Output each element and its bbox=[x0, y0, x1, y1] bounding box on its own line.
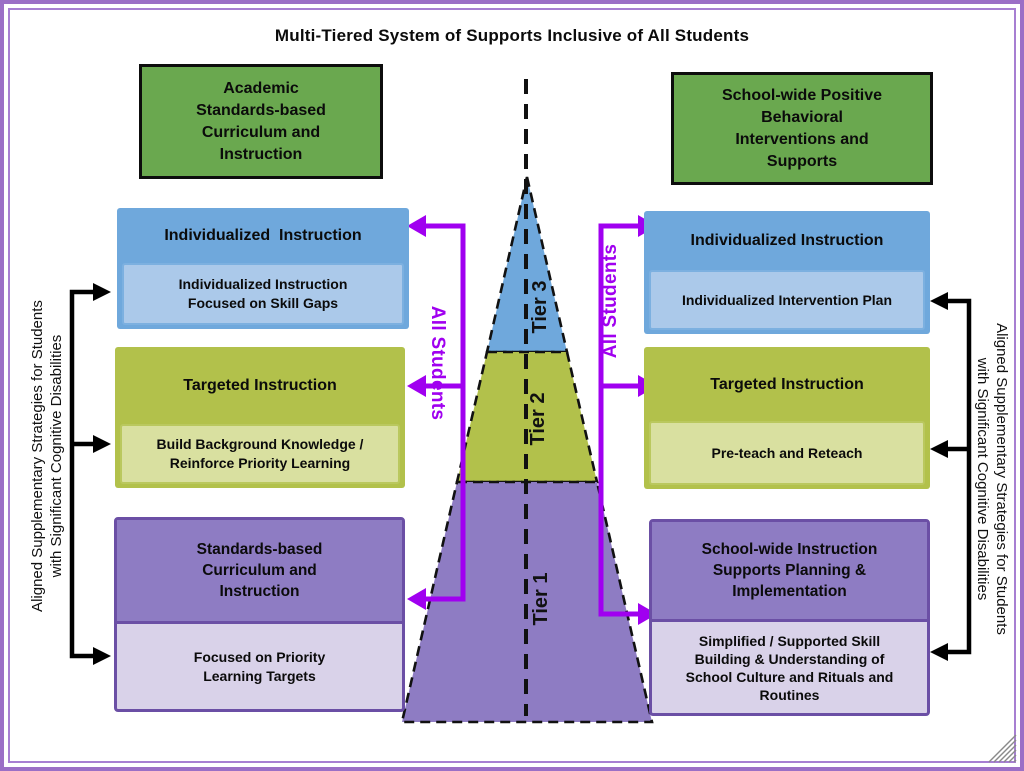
card-left-tier3: Individualized Instruction Individualize… bbox=[117, 208, 409, 329]
card-left-tier1-sub: Focused on Priority Learning Targets bbox=[117, 624, 402, 709]
pyramid-tier1-shape bbox=[400, 480, 654, 724]
card-right-tier3: Individualized Instruction Individualize… bbox=[644, 211, 930, 334]
tier2-label: Tier 2 bbox=[526, 392, 549, 446]
bracket-left-arrowhead-bottom bbox=[93, 647, 111, 665]
card-left-tier3-header: Individualized Instruction bbox=[164, 227, 362, 244]
side-note-right: Aligned Supplementary Strategies for Stu… bbox=[974, 323, 1010, 635]
diagram-title: Multi-Tiered System of Supports Inclusiv… bbox=[274, 26, 750, 45]
bracket-right-arrowhead-top bbox=[930, 292, 948, 310]
card-left-tier2-sub: Build Background Knowledge / Reinforce P… bbox=[120, 424, 400, 484]
card-left-tier1: Standards-based Curriculum and Instructi… bbox=[114, 517, 405, 712]
bracket-right bbox=[938, 298, 972, 655]
rail-left-arrowhead-top bbox=[407, 215, 426, 237]
bracket-right-arrowhead-middle bbox=[930, 440, 948, 458]
tier1-label: Tier 1 bbox=[529, 572, 552, 626]
bracket-right-arrowhead-bottom bbox=[930, 643, 948, 661]
bracket-left-arrowhead-middle bbox=[93, 435, 111, 453]
card-left-tier2: Targeted Instruction Build Background Kn… bbox=[115, 347, 405, 488]
card-right-tier1: School-wide Instruction Supports Plannin… bbox=[649, 519, 930, 716]
tier3-label: Tier 3 bbox=[528, 280, 551, 334]
card-right-tier1-header: School-wide Instruction Supports Plannin… bbox=[652, 522, 927, 622]
banner-academic-text: Academic Standards-based Curriculum and … bbox=[196, 79, 326, 163]
bracket-left bbox=[69, 289, 102, 659]
all-students-label-left: All Students bbox=[427, 305, 448, 421]
card-right-tier1-sub: Simplified / Supported Skill Building & … bbox=[652, 622, 927, 713]
banner-behavioral: School-wide Positive Behavioral Interven… bbox=[671, 72, 933, 185]
card-right-tier3-header: Individualized Instruction bbox=[690, 232, 884, 249]
resize-grip-icon bbox=[988, 734, 1017, 763]
banner-behavioral-text: School-wide Positive Behavioral Interven… bbox=[721, 86, 883, 170]
card-left-tier3-sub: Individualized Instruction Focused on Sk… bbox=[122, 263, 404, 325]
side-note-left: Aligned Supplementary Strategies for Stu… bbox=[29, 300, 65, 612]
card-left-tier1-header: Standards-based Curriculum and Instructi… bbox=[117, 520, 402, 624]
rail-left-arrowhead-bottom bbox=[407, 588, 426, 610]
card-right-tier2-sub: Pre-teach and Reteach bbox=[649, 421, 925, 485]
card-left-tier2-header: Targeted Instruction bbox=[183, 377, 337, 394]
card-right-tier2-header: Targeted Instruction bbox=[710, 375, 864, 393]
bracket-left-arrowhead-top bbox=[93, 283, 111, 301]
banner-academic: Academic Standards-based Curriculum and … bbox=[139, 64, 383, 179]
all-students-label-right: All Students bbox=[600, 243, 621, 359]
card-right-tier2: Targeted Instruction Pre-teach and Retea… bbox=[644, 347, 930, 489]
card-right-tier3-sub: Individualized Intervention Plan bbox=[649, 270, 925, 330]
